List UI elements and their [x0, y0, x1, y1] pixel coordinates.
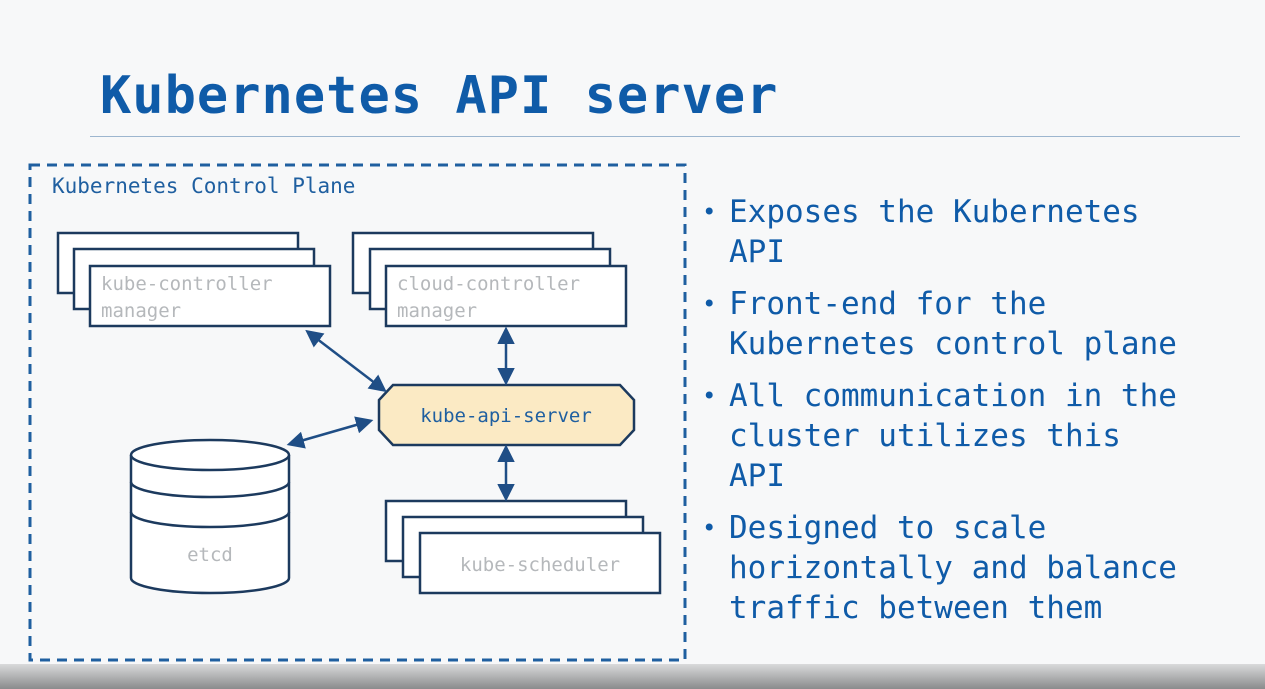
kube-api-server-label: kube-api-server	[420, 405, 592, 427]
bottom-band	[0, 664, 1265, 689]
etcd-label: etcd	[187, 544, 233, 566]
cloud-controller-manager-stack: cloud-controller manager	[351, 231, 628, 328]
control-plane-label: Kubernetes Control Plane	[52, 174, 355, 198]
kube-controller-manager-stack: kube-controller manager	[56, 231, 332, 328]
control-plane-diagram: Kubernetes Control Plane kube-controller…	[28, 163, 687, 662]
cloud-controller-manager-label-1: cloud-controller	[397, 273, 580, 295]
kube-scheduler-stack: kube-scheduler	[384, 499, 662, 595]
slide-title: Kubernetes API server	[100, 66, 779, 126]
kube-controller-manager-label-1: kube-controller	[101, 273, 273, 295]
kube-api-server-node: kube-api-server	[377, 383, 636, 447]
arrow-etcd-to-api	[286, 416, 374, 449]
kube-controller-manager-label-2: manager	[101, 300, 181, 322]
arrow-controller-to-api	[305, 329, 387, 393]
title-divider	[90, 136, 1240, 137]
etcd-database: etcd	[129, 438, 291, 595]
control-plane-frame	[28, 163, 687, 662]
kube-scheduler-label: kube-scheduler	[460, 554, 620, 576]
cloud-controller-manager-label-2: manager	[397, 300, 477, 322]
